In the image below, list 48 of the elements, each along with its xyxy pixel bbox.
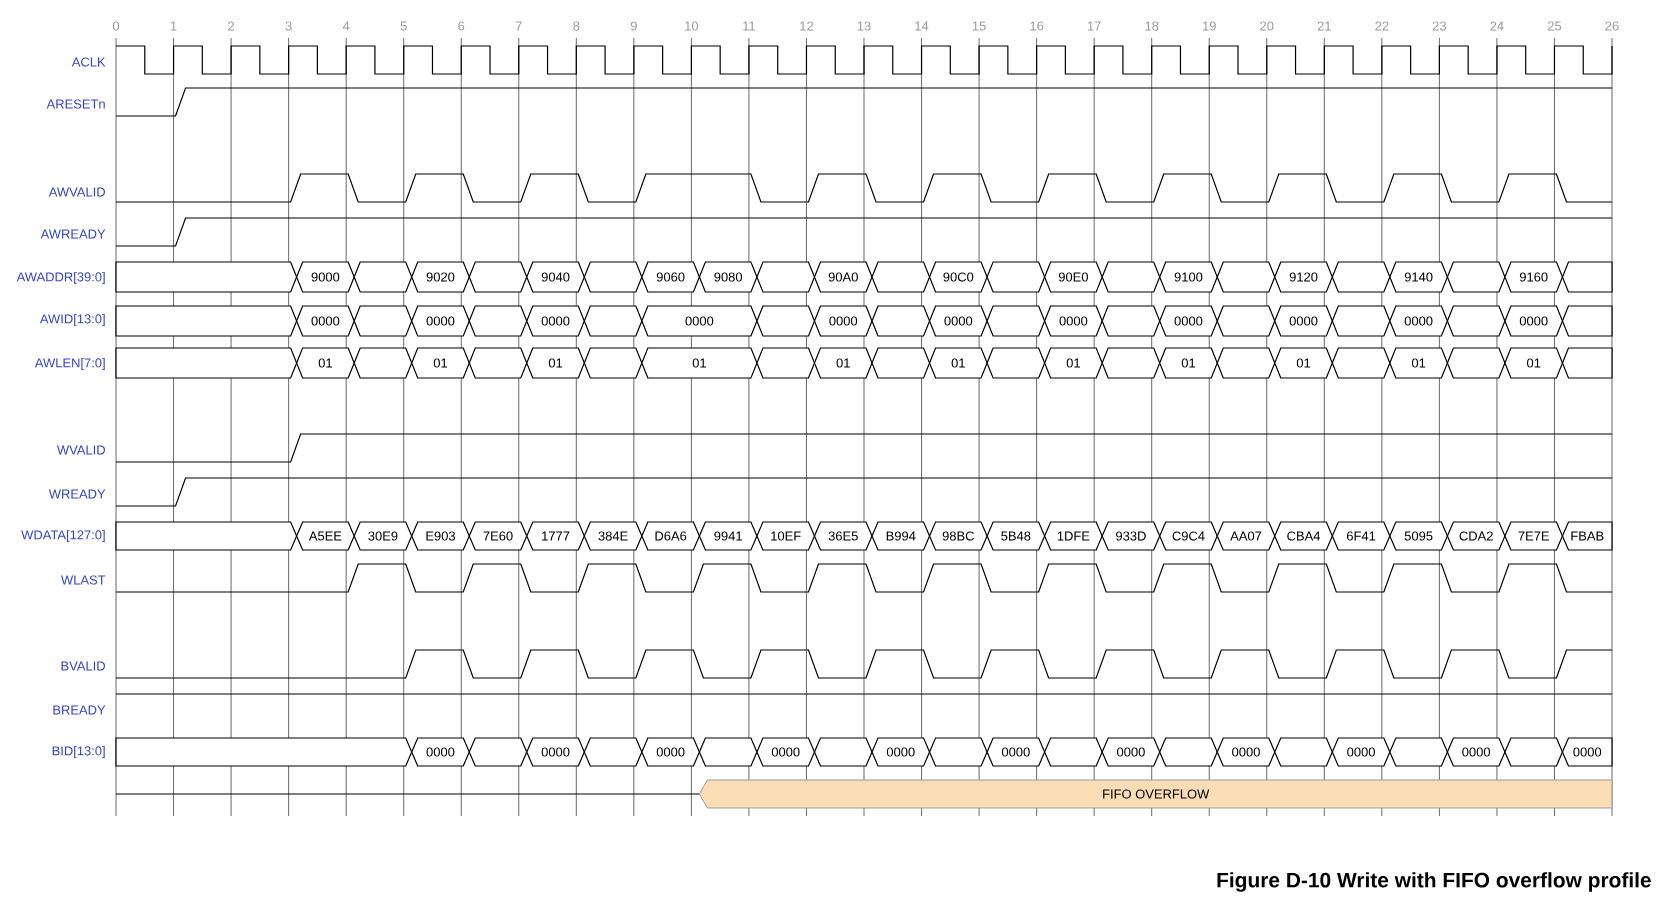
figure-caption: Figure D-10 Write with FIFO overflow profile: [1217, 872, 1651, 892]
bus-segment: [928, 737, 988, 767]
bus-segment: [115, 261, 298, 293]
bus-segment: [1446, 305, 1506, 337]
bus-segment: [583, 261, 643, 293]
bus-segment: [871, 305, 931, 337]
bus-segment: [986, 261, 1046, 293]
bus-segment: [115, 521, 298, 551]
bus-segment: [756, 347, 816, 379]
bus-segment: [1446, 347, 1506, 379]
bus-segment: [353, 347, 413, 379]
bus-segment: [1504, 737, 1564, 767]
bus-segment: [353, 261, 413, 293]
bus-segment: [468, 305, 528, 337]
bus-segment: [1561, 261, 1613, 293]
bus-segment: [115, 347, 298, 379]
bus-segment: [871, 347, 931, 379]
bus-segment: [1561, 305, 1613, 337]
bus-segment: [468, 347, 528, 379]
bus-segment: [1446, 261, 1506, 293]
bus-segment: [871, 261, 931, 293]
bus-segment: [756, 305, 816, 337]
bus-segment: [1561, 347, 1613, 379]
bus-segment: [583, 737, 643, 767]
bus-segment: [468, 261, 528, 293]
bus-segment: [1274, 737, 1333, 767]
bus-segment: [698, 737, 758, 767]
bus-segment: [115, 737, 413, 767]
bus-segment: [986, 305, 1046, 337]
bus-segment: [583, 305, 643, 337]
bus-segment: [353, 305, 413, 337]
bus-segment: [115, 305, 298, 337]
bus-segment: [1389, 737, 1449, 767]
bus-segment: [468, 737, 528, 767]
bus-segment: [813, 737, 873, 767]
bus-segment: [583, 347, 643, 379]
bus-segment: [1331, 347, 1391, 379]
bus-segment: [986, 347, 1046, 379]
bus-segment: [1159, 737, 1218, 767]
bus-segment: [756, 261, 816, 293]
bus-segment: [1216, 347, 1276, 379]
bus-segment: [1101, 347, 1161, 379]
bus-segment: [1101, 261, 1161, 293]
bus-segment: [1331, 305, 1391, 337]
bus-segment: [1101, 305, 1161, 337]
bus-segment: [1331, 261, 1391, 293]
bus-segment: [1216, 305, 1276, 337]
bus-segment: [1216, 261, 1276, 293]
